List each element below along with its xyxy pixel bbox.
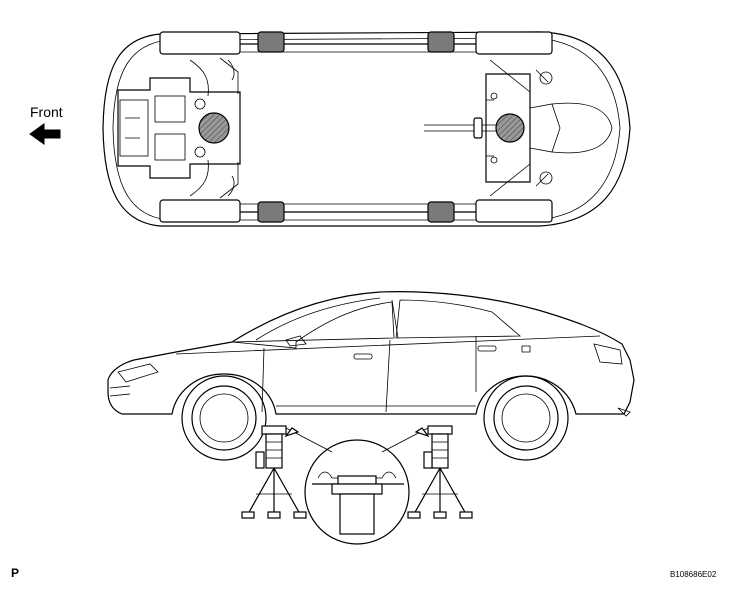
front-jack-point	[198, 112, 230, 144]
rear-jack-stand	[407, 425, 473, 519]
lift-point-detail-circle	[304, 439, 410, 545]
front-direction-label: Front	[30, 104, 63, 120]
side-rear-wheel	[493, 385, 559, 451]
rear-subframe	[485, 59, 613, 197]
arrow-left-icon	[29, 123, 61, 145]
front-subframe	[117, 57, 241, 199]
front-right-lift-pad	[257, 201, 285, 223]
front-right-wheel	[159, 199, 241, 223]
rear-left-lift-pad	[427, 31, 455, 53]
front-left-lift-pad	[257, 31, 285, 53]
figure-code: B108686E02	[670, 570, 717, 579]
rear-left-wheel	[475, 31, 553, 55]
detail-callout-lines	[284, 427, 430, 453]
rear-right-wheel	[475, 199, 553, 223]
front-jack-stand	[241, 425, 307, 519]
rear-jack-point	[495, 113, 525, 143]
rear-right-lift-pad	[427, 201, 455, 223]
page-marker: P	[11, 566, 20, 580]
underbody-view	[102, 31, 631, 227]
side-front-wheel	[191, 385, 257, 451]
front-left-wheel	[159, 31, 241, 55]
side-view-car	[107, 291, 635, 461]
